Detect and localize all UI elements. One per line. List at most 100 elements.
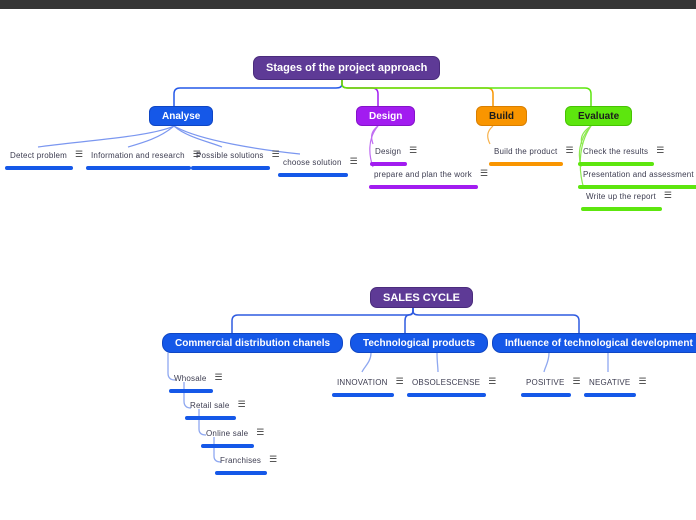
connector-sales-technological	[404, 308, 414, 333]
menu-icon[interactable]: ☰	[192, 148, 201, 159]
branch-label: Design	[369, 110, 403, 122]
menu-icon[interactable]: ☰	[409, 144, 418, 155]
connector-root-build	[341, 80, 494, 106]
menu-icon[interactable]: ☰	[656, 144, 665, 155]
connector-root-analyse	[173, 80, 343, 106]
leaf-design[interactable]: Design ☰	[370, 141, 418, 166]
leaf-label: Build the product	[494, 147, 558, 156]
leaf-negative[interactable]: NEGATIVE ☰	[584, 372, 647, 397]
menu-icon[interactable]: ☰	[256, 426, 265, 437]
branch-node-technological-products[interactable]: Technological products	[350, 333, 489, 353]
leaf-label: Detect problem	[10, 151, 68, 160]
leaf-label: Whosale	[174, 374, 207, 383]
root-label: SALES CYCLE	[383, 291, 461, 304]
leaf-underline	[215, 471, 268, 475]
leaf-label: Write up the report	[586, 192, 656, 201]
menu-icon[interactable]: ☰	[572, 375, 581, 386]
connector-commercial-leaf	[183, 382, 192, 409]
leaf-detect-problem[interactable]: Detect problem ☰	[5, 145, 84, 170]
connector-commercial-leaf	[198, 409, 207, 436]
leaf-retail-sale[interactable]: Retail sale ☰	[185, 395, 246, 420]
leaf-underline	[584, 393, 637, 397]
menu-icon[interactable]: ☰	[479, 167, 489, 178]
connector-evaluate-leaf	[579, 125, 592, 190]
connector-influence-leaf	[543, 352, 550, 373]
branch-label: Technological products	[363, 337, 476, 349]
connector-analyse-leaf	[127, 125, 175, 148]
leaf-possible-solutions[interactable]: Possible solutions ☰	[191, 145, 280, 170]
leaf-positive[interactable]: POSITIVE ☰	[521, 372, 581, 397]
leaf-underline	[185, 416, 236, 420]
leaf-underline	[278, 173, 348, 177]
branch-label: Build	[489, 110, 514, 122]
leaf-online-sale[interactable]: Online sale ☰	[201, 423, 265, 448]
leaf-underline	[86, 166, 191, 170]
branch-node-evaluate[interactable]: Evaluate	[565, 106, 633, 126]
menu-icon[interactable]: ☰	[488, 375, 497, 386]
branch-node-influence-development[interactable]: Influence of technological development	[492, 333, 696, 353]
branch-node-design[interactable]: Design	[356, 106, 416, 126]
leaf-underline	[489, 162, 564, 166]
leaf-underline	[521, 393, 571, 397]
leaf-underline	[578, 185, 696, 189]
leaf-label: INNOVATION	[337, 378, 388, 387]
menu-icon[interactable]: ☰	[395, 375, 404, 386]
leaf-choose-solution[interactable]: choose solution ☰	[278, 152, 358, 177]
leaf-label: POSITIVE	[526, 378, 565, 387]
menu-icon[interactable]: ☰	[565, 144, 574, 155]
leaf-information-and-research[interactable]: Information and research ☰	[86, 145, 201, 170]
connector-analyse-leaf	[173, 125, 301, 155]
branch-label: Evaluate	[578, 110, 620, 122]
connector-root-design	[341, 80, 379, 106]
leaf-label: Design	[375, 147, 402, 156]
branch-label: Analyse	[162, 110, 201, 122]
leaf-label: Presentation and assessment	[583, 170, 694, 179]
leaf-underline	[191, 166, 270, 170]
leaf-underline	[578, 162, 655, 166]
leaf-label: Check the results	[583, 147, 649, 156]
leaf-label: choose solution	[283, 158, 342, 167]
connector-technological-leaf	[361, 352, 372, 373]
leaf-underline	[169, 389, 213, 393]
connector-build-leaf	[487, 125, 494, 145]
menu-icon[interactable]: ☰	[75, 148, 84, 159]
leaf-write-up-the-report[interactable]: Write up the report ☰	[581, 186, 672, 211]
root-label: Stages of the project approach	[266, 62, 428, 74]
leaf-label: prepare and plan the work	[374, 170, 472, 179]
leaf-obsolescense[interactable]: OBSOLESCENSE ☰	[407, 372, 497, 397]
leaf-label: Online sale	[206, 429, 249, 438]
leaf-underline	[5, 166, 74, 170]
leaf-label: Information and research	[91, 151, 185, 160]
menu-icon[interactable]: ☰	[638, 375, 647, 386]
leaf-check-the-results[interactable]: Check the results ☰	[578, 141, 665, 166]
menu-icon[interactable]: ☰	[269, 453, 278, 464]
leaf-build-the-product[interactable]: Build the product ☰	[489, 141, 574, 166]
menu-icon[interactable]: ☰	[663, 189, 672, 200]
menu-icon[interactable]: ☰	[271, 148, 280, 159]
root-node-project-approach[interactable]: Stages of the project approach	[253, 56, 441, 80]
leaf-underline	[581, 207, 662, 211]
branch-node-commercial-distribution[interactable]: Commercial distribution chanels	[162, 333, 344, 353]
root-node-sales-cycle[interactable]: SALES CYCLE	[370, 287, 474, 308]
leaf-prepare-and-plan[interactable]: prepare and plan the work ☰	[369, 164, 489, 189]
menu-icon[interactable]: ☰	[237, 398, 246, 409]
leaf-franchises[interactable]: Franchises ☰	[215, 450, 278, 475]
connector-analyse-leaf	[37, 125, 175, 148]
connector-sales-commercial	[231, 308, 414, 333]
leaf-presentation-and-assessment[interactable]: Presentation and assessment ☰	[578, 164, 696, 189]
leaf-innovation[interactable]: INNOVATION ☰	[332, 372, 404, 397]
leaf-whosale[interactable]: Whosale ☰	[169, 368, 223, 393]
leaf-label: Franchises	[220, 456, 262, 465]
leaf-underline	[332, 393, 394, 397]
branch-node-build[interactable]: Build	[476, 106, 527, 126]
menu-icon[interactable]: ☰	[214, 371, 223, 382]
connector-sales-influence	[412, 308, 580, 333]
connector-analyse-leaf	[173, 125, 223, 148]
branch-node-analyse[interactable]: Analyse	[149, 106, 214, 126]
menu-icon[interactable]: ☰	[349, 155, 358, 166]
leaf-underline	[407, 393, 487, 397]
leaf-underline	[369, 185, 478, 189]
leaf-underline	[201, 444, 255, 448]
